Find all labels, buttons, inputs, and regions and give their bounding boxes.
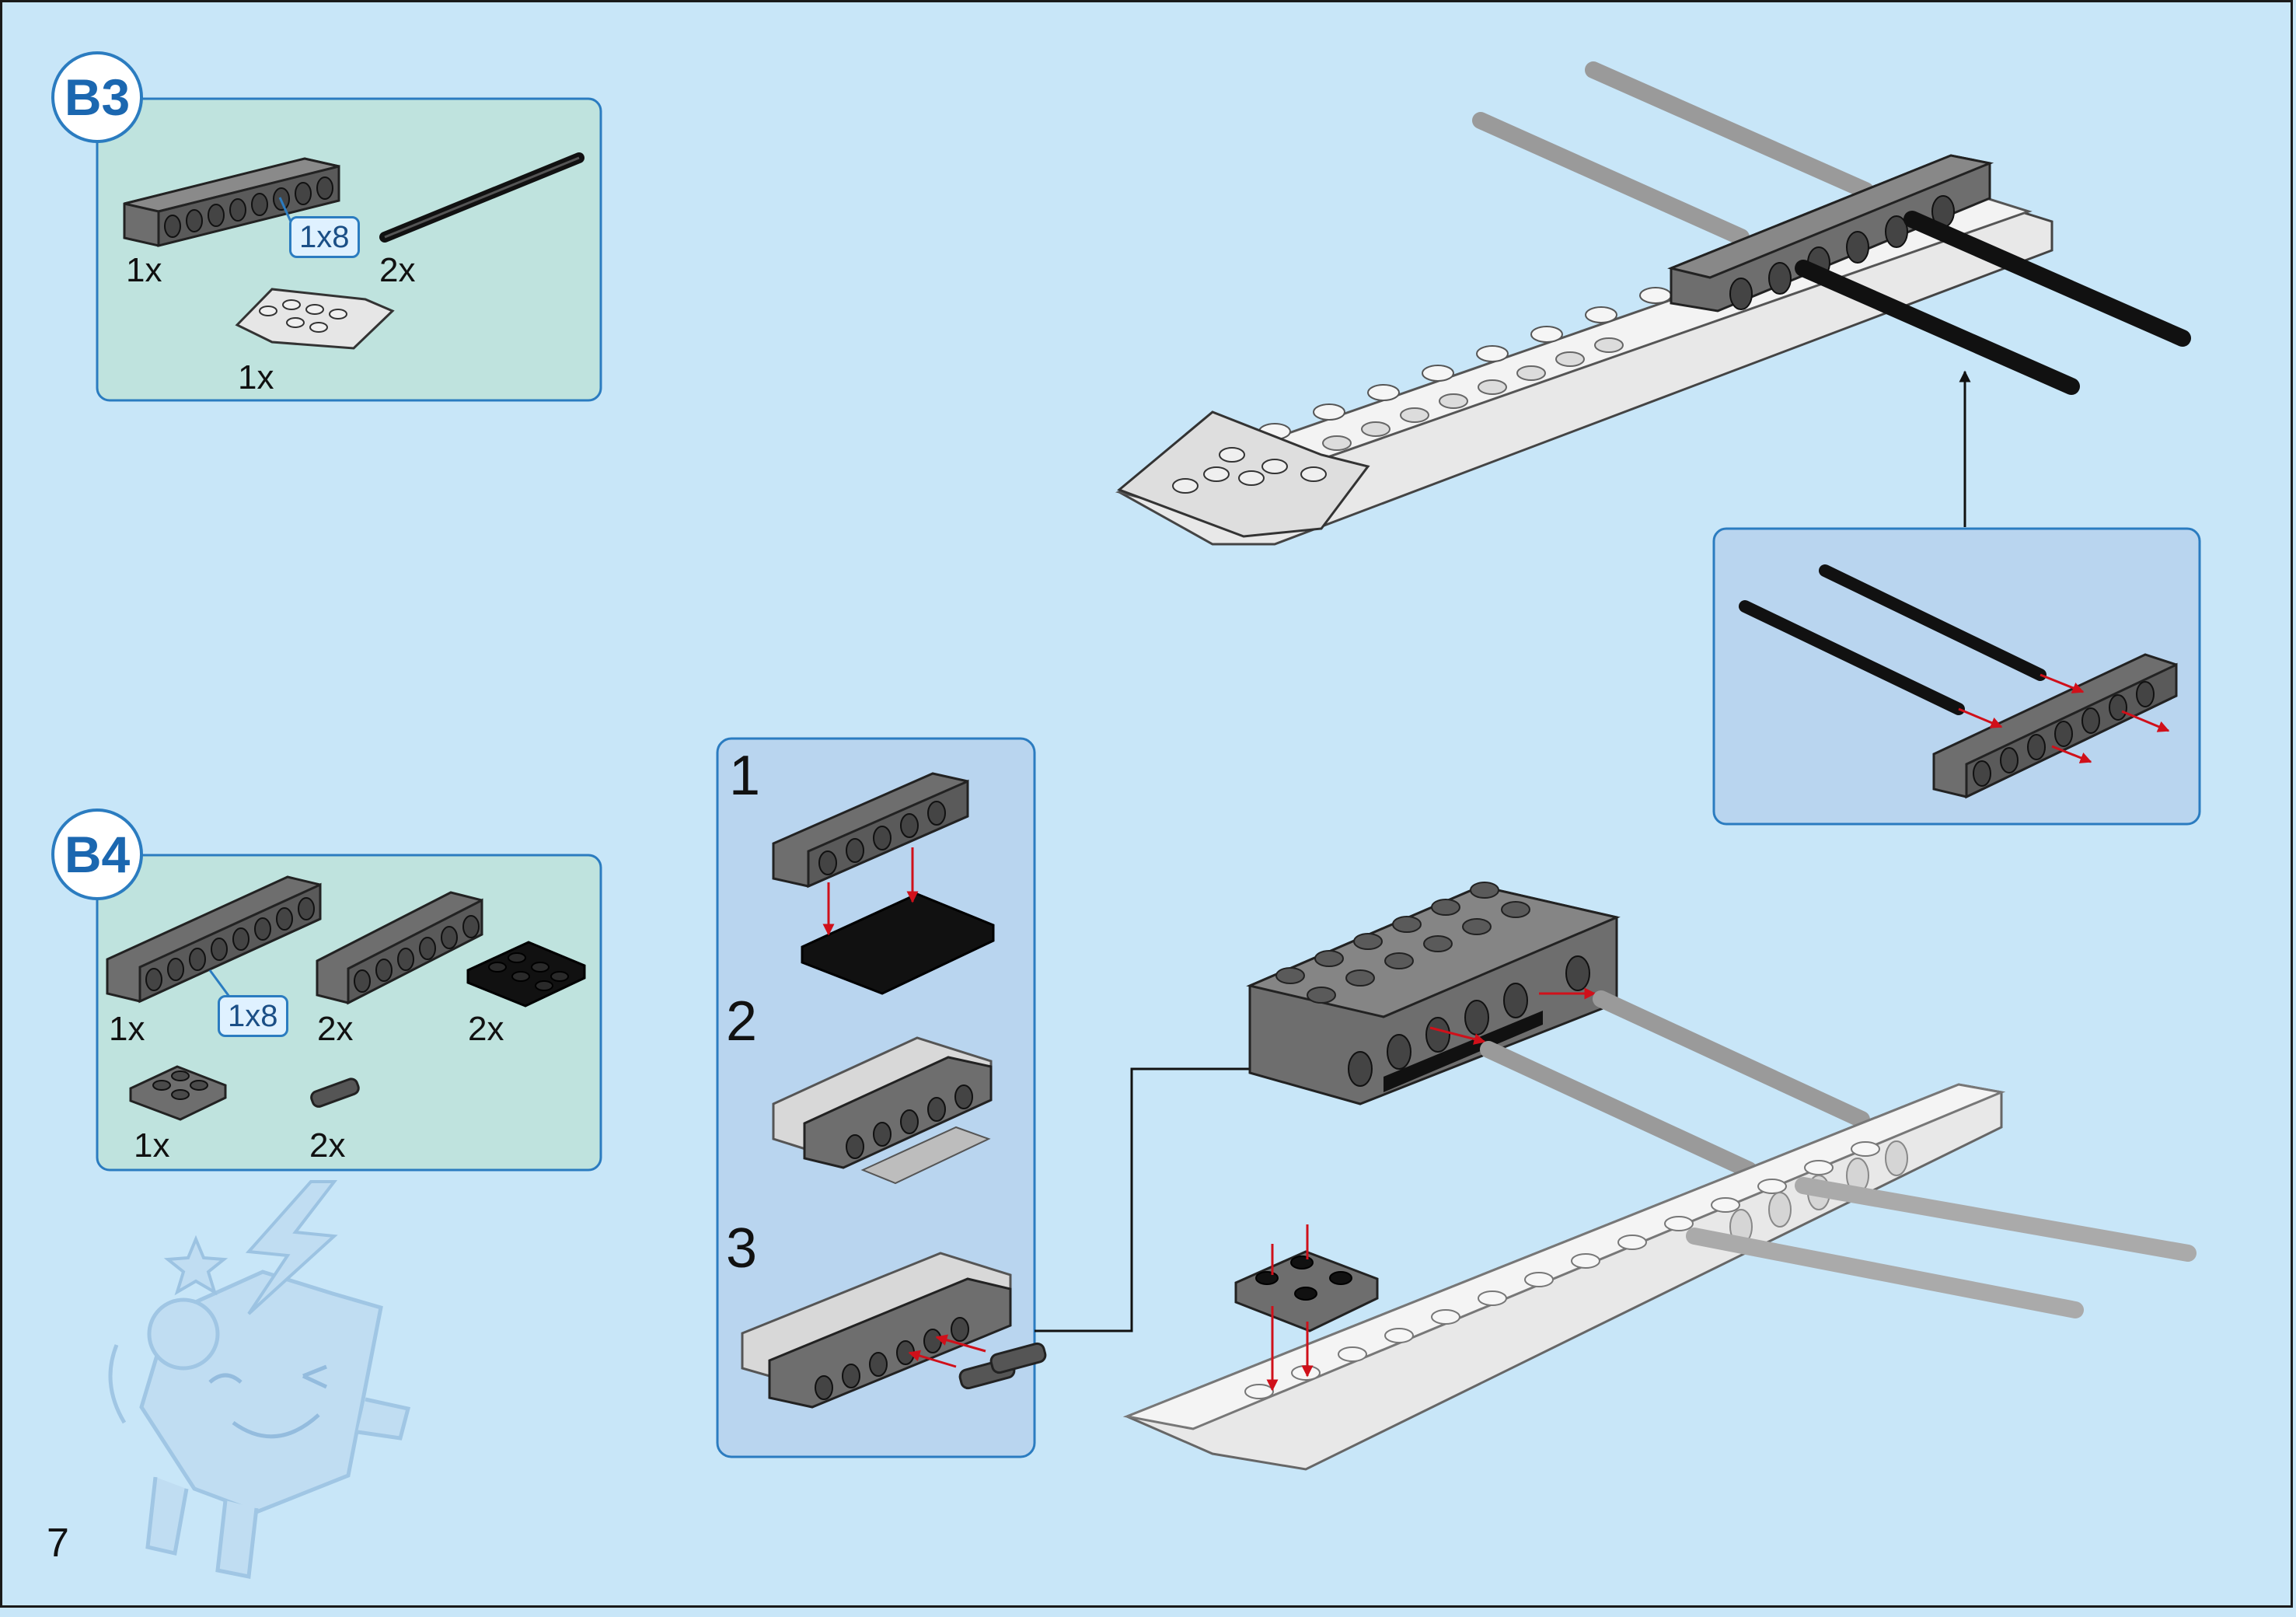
substep-1-number: 1: [729, 745, 761, 807]
lightning-icon: [245, 1180, 338, 1315]
b3-beam-size-tag: 1x8: [289, 216, 360, 258]
b4-black-plate-qty: 2x: [468, 1010, 504, 1048]
page-number: 7: [47, 1521, 69, 1566]
b3-axle-part: [379, 152, 584, 243]
model-b4-assembly: [1122, 882, 2197, 1471]
b4-grey-plate-qty: 1x: [134, 1126, 170, 1165]
star-icon: [163, 1235, 229, 1296]
b4-parts-panel: [96, 854, 602, 1172]
b4-beam8-qty: 1x: [109, 1010, 145, 1048]
b4-pin-part: [310, 1077, 360, 1108]
axle-callout-panel: [1712, 527, 2201, 826]
substep-3-number: 3: [726, 1217, 758, 1280]
b4-beam8-part: [106, 875, 322, 1004]
step-badge-b3: B3: [51, 51, 143, 143]
b4-black-plate-part: [466, 941, 586, 1008]
b4-pin-qty: 2x: [309, 1126, 346, 1165]
b3-beam-qty: 1x: [126, 251, 162, 289]
b4-grey-plate-part: [129, 1065, 227, 1121]
b4-beam6-part: [316, 891, 483, 1005]
b4-beam-size-tag: 1x8: [218, 995, 288, 1037]
b3-wedge-part: [235, 288, 395, 350]
model-b3-assembly: [1115, 61, 2191, 546]
step-badge-b4: B4: [51, 808, 143, 900]
b3-wedge-qty: 1x: [238, 358, 274, 396]
b3-axle-qty: 2x: [379, 251, 416, 289]
b3-beam-part: [123, 157, 340, 247]
b4-beam6-qty: 2x: [317, 1010, 354, 1048]
substeps-panel: [716, 737, 1047, 1458]
mascot-icon: [108, 1270, 411, 1579]
substep-2-number: 2: [726, 990, 758, 1053]
